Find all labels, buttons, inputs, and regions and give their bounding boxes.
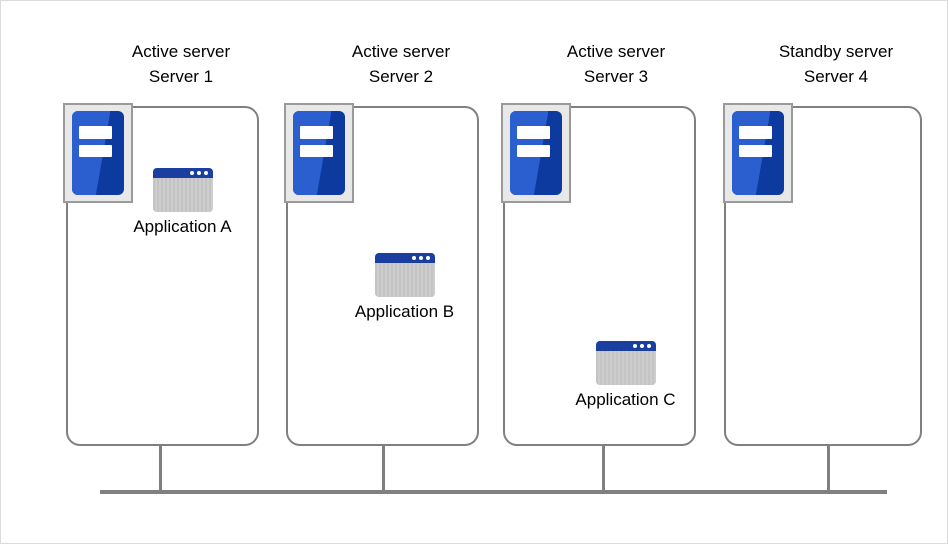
server-slot-bar-2 (79, 144, 112, 158)
server-4-machine-icon[interactable] (723, 103, 793, 203)
server-chassis (732, 111, 784, 195)
server-2-heading: Active server Server 2 (281, 39, 521, 89)
window-dot-3 (646, 344, 651, 348)
application-b-group[interactable]: Application B (323, 253, 486, 323)
application-window-icon[interactable] (595, 341, 656, 385)
server-3-heading: Active server Server 3 (496, 39, 736, 89)
window-dot-1 (632, 344, 637, 348)
application-a-label: Application A (133, 217, 232, 236)
server-3-role-label: Active server (566, 42, 666, 61)
server-slot-bar-2 (300, 144, 333, 158)
window-dot-1 (189, 171, 194, 175)
window-dot-3 (425, 256, 430, 260)
window-body (374, 263, 435, 297)
server-slot-bar-1 (739, 126, 772, 139)
server-3-machine-icon[interactable] (501, 103, 571, 203)
server-slot-bar-1 (517, 126, 550, 139)
application-c-label: Application C (575, 390, 676, 409)
application-a-group[interactable]: Application A (101, 168, 264, 238)
server-slot-bar-2 (517, 144, 550, 158)
server-3-connector (602, 446, 605, 493)
application-window-icon[interactable] (374, 253, 435, 297)
server-3-name-label: Server 3 (583, 67, 649, 86)
server-chassis (72, 111, 124, 195)
server-1-role-label: Active server (131, 42, 231, 61)
server-slot-bar-1 (79, 126, 112, 139)
server-1-machine-icon[interactable] (63, 103, 133, 203)
network-bus-line (100, 490, 887, 494)
server-4-name-label: Server 4 (803, 67, 869, 86)
server-slot-bar-1 (300, 126, 333, 139)
window-controls (632, 344, 651, 348)
window-dot-2 (418, 256, 423, 260)
server-2-connector (382, 446, 385, 493)
window-titlebar (595, 341, 656, 351)
server-2-role-label: Active server (351, 42, 451, 61)
window-dot-2 (196, 171, 201, 175)
window-body (152, 178, 213, 212)
server-4-connector (827, 446, 830, 493)
window-titlebar (374, 253, 435, 263)
window-dot-3 (203, 171, 208, 175)
application-c-group[interactable]: Application C (544, 341, 707, 411)
application-b-label: Application B (354, 302, 455, 321)
server-2-machine-icon[interactable] (284, 103, 354, 203)
server-slot-bar-2 (739, 144, 772, 158)
server-2-name-label: Server 2 (368, 67, 434, 86)
server-4-role-label: Standby server (778, 42, 894, 61)
window-controls (411, 256, 430, 260)
server-1-name-label: Server 1 (148, 67, 214, 86)
window-titlebar (152, 168, 213, 178)
window-body (595, 351, 656, 385)
server-chassis (293, 111, 345, 195)
server-1-heading: Active server Server 1 (61, 39, 301, 89)
window-dot-1 (411, 256, 416, 260)
application-window-icon[interactable] (152, 168, 213, 212)
server-1-connector (159, 446, 162, 493)
window-dot-2 (639, 344, 644, 348)
window-controls (189, 171, 208, 175)
server-chassis (510, 111, 562, 195)
server-4-heading: Standby server Server 4 (716, 39, 947, 89)
